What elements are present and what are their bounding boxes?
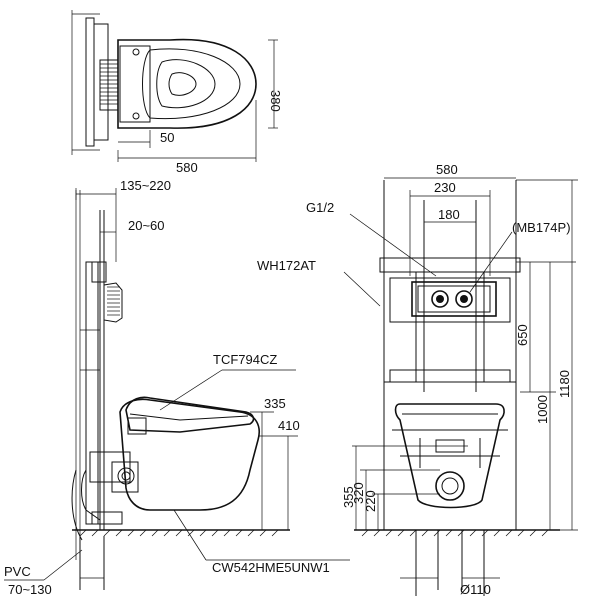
model-bowl: CW542HME5UNW1 (212, 560, 330, 575)
flush-plate (411, 281, 497, 317)
inlet-label: G1/2 (306, 200, 334, 215)
dim-650: 650 (515, 324, 530, 346)
dim-wall: 20~60 (128, 218, 165, 233)
grille-icon (99, 59, 119, 111)
dim-410: 410 (278, 418, 300, 433)
dim-180: 180 (438, 207, 460, 222)
front-view: 580 230 180 G1/2 (MB174P) WH172AT 650 10… (257, 162, 578, 597)
side-view: 135~220 20~60 TCF794CZ 335 410 PVC 70~13… (4, 178, 350, 597)
plate-model: (MB174P) (512, 220, 571, 235)
dim-drain: Ø110 (460, 582, 491, 597)
pvc-range: 70~130 (8, 582, 52, 597)
dim-335: 335 (264, 396, 286, 411)
dim-depth: 135~220 (120, 178, 171, 193)
dim-offset: 50 (160, 130, 174, 145)
dim-220: 220 (363, 490, 378, 512)
dim-top-height: 380 (268, 90, 283, 112)
dim-top-width: 580 (176, 160, 198, 175)
model-seat: TCF794CZ (213, 352, 277, 367)
frame-model: WH172AT (257, 258, 316, 273)
floor-hatch (79, 529, 279, 537)
dim-1000: 1000 (535, 395, 550, 424)
dim-1180: 1180 (557, 370, 572, 398)
dim-230: 230 (434, 180, 456, 195)
dim-320: 320 (351, 482, 366, 504)
pvc-label: PVC (4, 564, 31, 579)
top-view: 50 580 380 (71, 10, 283, 175)
dim-355: 355 (341, 486, 356, 508)
flush-button-icon (103, 282, 123, 323)
front-floor-hatch (361, 529, 549, 537)
dim-front-width: 580 (436, 162, 458, 177)
